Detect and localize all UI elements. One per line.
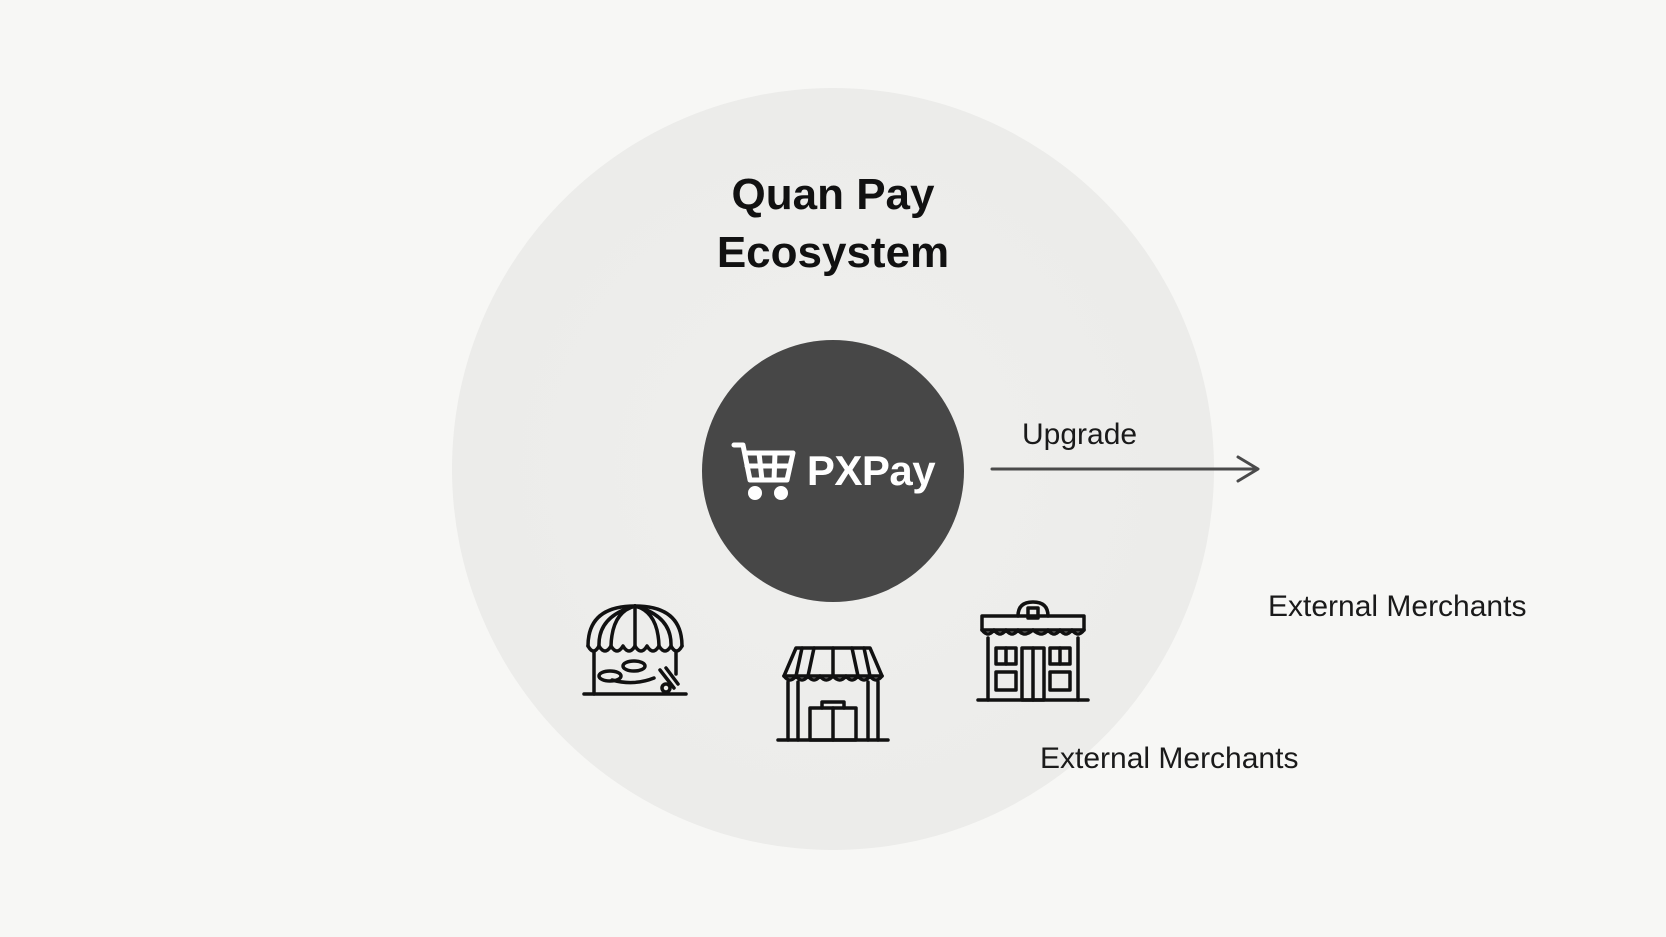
market-stall-icon xyxy=(582,604,688,696)
upgrade-arrow xyxy=(990,455,1260,483)
external-merchants-label: External Merchants xyxy=(1268,590,1527,623)
external-merchants-label: External Merchants xyxy=(1040,742,1299,775)
ecosystem-title-line-2: Ecosystem xyxy=(716,228,950,277)
ecosystem-title: Quan Pay Ecosystem xyxy=(652,166,1014,282)
pxpay-core-circle: PXPay xyxy=(702,340,964,602)
shop-awning-icon xyxy=(776,646,890,742)
ecosystem-title-line-1: Quan Pay xyxy=(731,170,935,219)
pxpay-label: PXPay xyxy=(806,447,936,494)
shopping-cart-icon xyxy=(731,442,796,500)
storefront-building-icon xyxy=(976,600,1090,702)
upgrade-label: Upgrade xyxy=(1022,418,1138,451)
